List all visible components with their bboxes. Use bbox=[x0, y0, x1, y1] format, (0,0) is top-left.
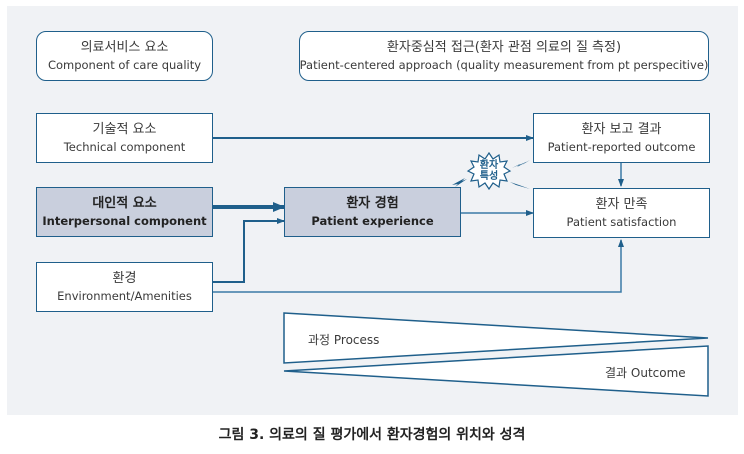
components-header-en: Component of care quality bbox=[47, 57, 202, 72]
technical-component-box: 기술적 요소 Technical component bbox=[36, 113, 213, 163]
approach-header-en: Patient-centered approach (quality measu… bbox=[299, 57, 709, 72]
patient-satisfaction-box: 환자 만족 Patient satisfaction bbox=[533, 188, 710, 238]
lightning-bolt-icon bbox=[512, 160, 530, 168]
burst-line-1: 환자 bbox=[479, 160, 499, 171]
burst-line-2: 특성 bbox=[479, 171, 499, 182]
experience-en: Patient experience bbox=[311, 213, 434, 228]
components-header-box: 의료서비스 요소 Component of care quality bbox=[36, 31, 213, 81]
satisfaction-ko: 환자 만족 bbox=[595, 196, 648, 212]
lightning-bolt-icon bbox=[452, 178, 467, 187]
figure-caption: 그림 3. 의료의 질 평가에서 환자경험의 위치와 성격 bbox=[218, 427, 526, 443]
technical-en: Technical component bbox=[63, 139, 186, 154]
patient-characteristics-label: 환자 특성 bbox=[475, 160, 503, 182]
reported-outcome-ko: 환자 보고 결과 bbox=[581, 121, 662, 137]
interpersonal-ko: 대인적 요소 bbox=[92, 195, 157, 211]
process-wedge bbox=[283, 312, 709, 364]
arrow-environment-to-satisfaction bbox=[213, 239, 624, 293]
patient-characteristics-burst-icon bbox=[466, 151, 512, 191]
technical-ko: 기술적 요소 bbox=[92, 121, 157, 137]
lightning-bolt-icon bbox=[510, 182, 530, 189]
experience-ko: 환자 경험 bbox=[346, 195, 399, 211]
outcome-label: 결과 Outcome bbox=[605, 366, 686, 380]
arrow-environment-to-experience bbox=[213, 218, 285, 283]
interpersonal-component-box: 대인적 요소 Interpersonal component bbox=[36, 187, 213, 237]
interpersonal-en: Interpersonal component bbox=[42, 213, 207, 228]
environment-box: 환경 Environment/Amenities bbox=[36, 262, 213, 312]
environment-ko: 환경 bbox=[112, 270, 137, 286]
approach-header-ko: 환자중심적 접근(환자 관점 의료의 질 측정) bbox=[386, 39, 622, 55]
approach-header-box: 환자중심적 접근(환자 관점 의료의 질 측정) Patient-centere… bbox=[299, 31, 709, 81]
environment-en: Environment/Amenities bbox=[57, 288, 192, 303]
process-label: 과정 Process bbox=[308, 333, 380, 347]
outcome-wedge bbox=[283, 345, 709, 397]
patient-reported-outcome-box: 환자 보고 결과 Patient-reported outcome bbox=[533, 113, 710, 163]
reported-outcome-en: Patient-reported outcome bbox=[547, 139, 696, 154]
components-header-ko: 의료서비스 요소 bbox=[80, 39, 169, 55]
satisfaction-en: Patient satisfaction bbox=[566, 214, 677, 229]
patient-experience-box: 환자 경험 Patient experience bbox=[284, 187, 461, 237]
